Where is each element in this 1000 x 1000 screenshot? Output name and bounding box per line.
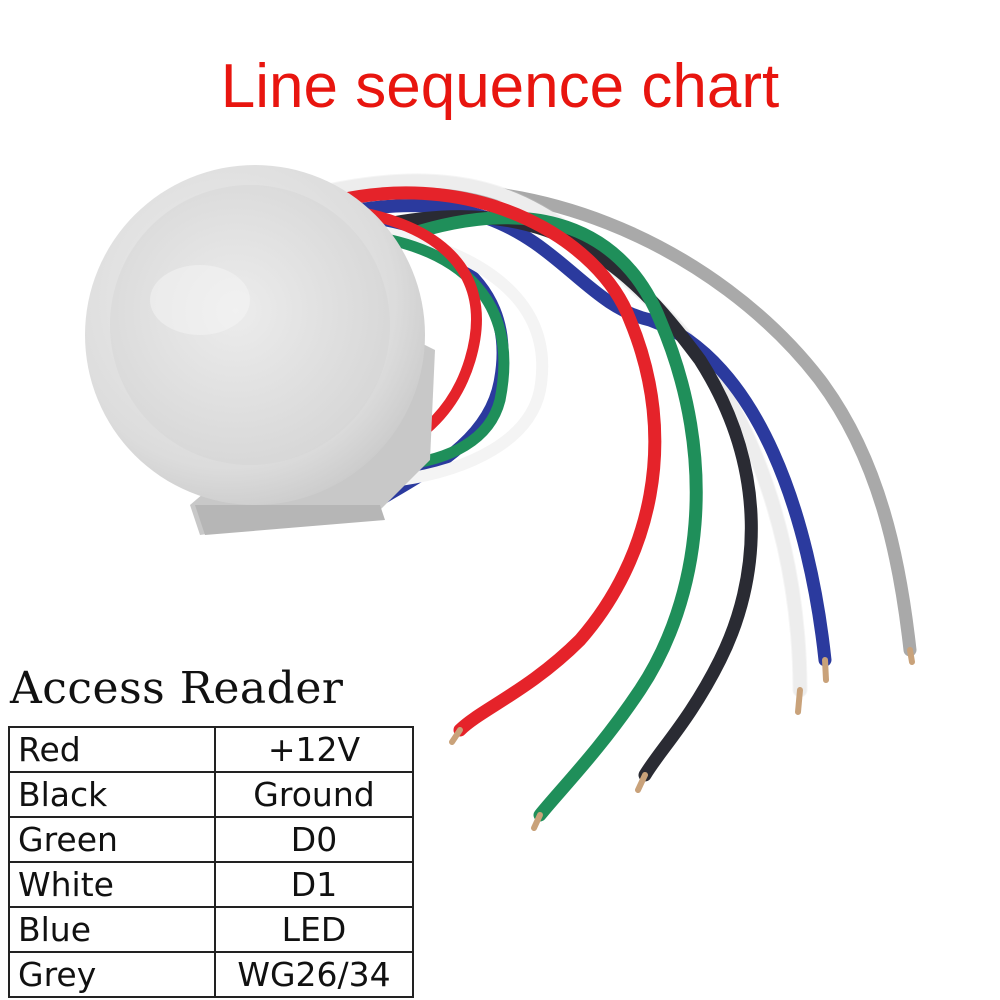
wire-color-cell: Black <box>8 771 216 818</box>
red-wire <box>333 186 662 737</box>
table-row: Green D0 <box>8 816 414 863</box>
wire-color-cell: Red <box>8 726 216 773</box>
wire-table: Red +12V Black Ground Green D0 White D1 … <box>8 726 414 998</box>
wire-color-cell: Grey <box>8 951 216 998</box>
wire-function-cell: WG26/34 <box>214 951 414 998</box>
wire-color-cell: Blue <box>8 906 216 953</box>
table-row: Black Ground <box>8 771 414 818</box>
wire-function-cell: +12V <box>214 726 414 773</box>
wire-function-cell: Ground <box>214 771 414 818</box>
table-row: Red +12V <box>8 726 414 773</box>
wire-color-cell: White <box>8 861 216 908</box>
page-title: Line sequence chart <box>220 52 780 121</box>
wire-color-cell: Green <box>8 816 216 863</box>
table-row: White D1 <box>8 861 414 908</box>
table-row: Blue LED <box>8 906 414 953</box>
reader-body <box>85 165 435 535</box>
wire-function-cell: LED <box>214 906 414 953</box>
wire-function-cell: D1 <box>214 861 414 908</box>
wire-function-cell: D0 <box>214 816 414 863</box>
table-heading: Access Reader <box>10 663 344 714</box>
table-row: Grey WG26/34 <box>8 951 414 998</box>
